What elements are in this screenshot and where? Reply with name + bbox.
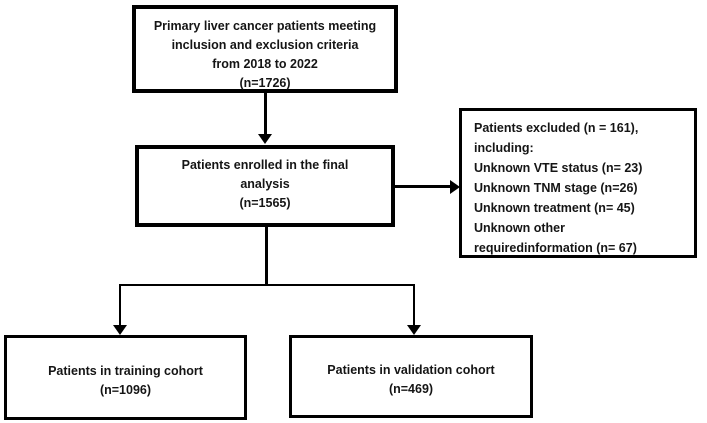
box-text-line: (n=1726) — [239, 76, 291, 90]
arrowhead-down-icon — [407, 325, 421, 335]
box-excluded-patients: Patients excluded (n = 161), including: … — [459, 108, 697, 258]
box-training-cohort: Patients in training cohort (n=1096) — [4, 335, 247, 420]
box-text-line: Patients enrolled in the final — [181, 158, 349, 172]
box-text-line: Patients excluded (n = 161), — [474, 121, 639, 135]
box-text-line: from 2018 to 2022 — [212, 57, 318, 71]
connector-branch-to-training — [119, 284, 121, 327]
connector-branch-horizontal — [119, 284, 415, 286]
box-enrolled-patients: Patients enrolled in the final analysis … — [135, 145, 395, 227]
connector-enrolled-to-excluded — [395, 185, 451, 188]
box-validation-cohort: Patients in validation cohort (n=469) — [289, 335, 533, 418]
box-text-line: analysis — [240, 177, 290, 191]
box-text-line: (n=1096) — [99, 382, 152, 397]
box-text-line: Primary liver cancer patients meeting — [153, 19, 377, 33]
box-text-line: Unknown TNM stage (n=26) — [474, 181, 638, 195]
box-text-line: Patients in training cohort — [48, 363, 203, 378]
box-text-line: Unknown other — [474, 221, 565, 235]
connector-branch-to-validation — [413, 284, 415, 327]
box-text-line: requiredinformation (n= 67) — [474, 241, 637, 255]
arrowhead-down-icon — [113, 325, 127, 335]
box-text-line: (n=469) — [388, 381, 434, 396]
arrowhead-right-icon — [450, 180, 460, 194]
box-text-line: including: — [474, 141, 534, 155]
box-text-line: Patients in validation cohort — [327, 362, 495, 377]
box-primary-patients: Primary liver cancer patients meeting in… — [132, 5, 398, 93]
connector-primary-to-enrolled — [264, 93, 267, 135]
connector-enrolled-stem — [265, 227, 268, 286]
box-text-line: inclusion and exclusion criteria — [171, 38, 359, 52]
box-text-line: Unknown treatment (n= 45) — [474, 201, 635, 215]
box-text-line: Unknown VTE status (n= 23) — [474, 161, 643, 175]
box-text-line: (n=1565) — [239, 196, 291, 210]
arrowhead-down-icon — [258, 134, 272, 144]
